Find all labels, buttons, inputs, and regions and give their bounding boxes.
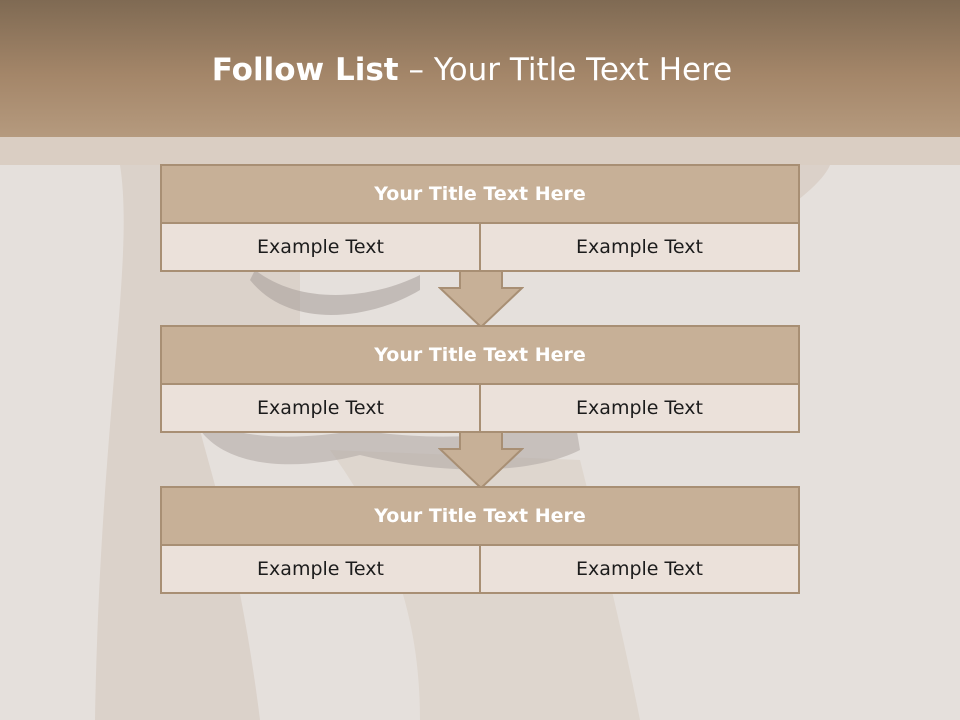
- block-cell-right: Example Text: [479, 224, 798, 270]
- list-block-3: Your Title Text Here Example Text Exampl…: [160, 486, 800, 594]
- down-arrow-icon: [438, 431, 524, 489]
- block-cell-right: Example Text: [479, 546, 798, 592]
- block-cell-right: Example Text: [479, 385, 798, 431]
- header-banner: Follow List – Your Title Text Here: [0, 0, 960, 137]
- header-band: [0, 137, 960, 165]
- block-row: Example Text Example Text: [162, 385, 798, 431]
- page-title-rest: – Your Title Text Here: [398, 52, 733, 88]
- block-title: Your Title Text Here: [162, 327, 798, 385]
- list-block-2: Your Title Text Here Example Text Exampl…: [160, 325, 800, 433]
- block-title: Your Title Text Here: [162, 488, 798, 546]
- page-title: Follow List – Your Title Text Here: [0, 52, 944, 88]
- page-title-bold: Follow List: [211, 52, 399, 88]
- block-title: Your Title Text Here: [162, 166, 798, 224]
- list-block-1: Your Title Text Here Example Text Exampl…: [160, 164, 800, 272]
- block-cell-left: Example Text: [257, 397, 384, 419]
- block-row: Example Text Example Text: [162, 546, 798, 592]
- block-row: Example Text Example Text: [162, 224, 798, 270]
- block-cell-left: Example Text: [257, 558, 384, 580]
- down-arrow-icon: [438, 270, 524, 328]
- block-cell-left: Example Text: [257, 236, 384, 258]
